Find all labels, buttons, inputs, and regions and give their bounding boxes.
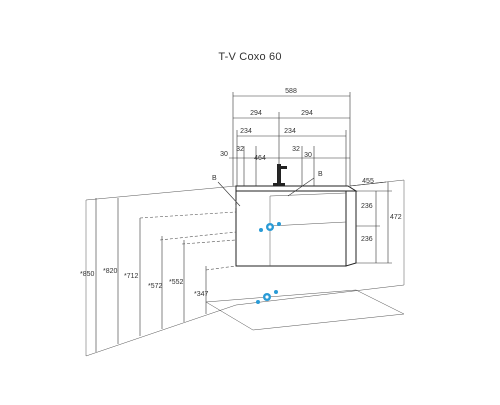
drawer-split: [269, 221, 347, 227]
vanity-cabinet: [235, 185, 358, 267]
hidden-lines: [139, 200, 237, 271]
water-fitting-icon: [259, 222, 281, 232]
right-dimension-chain: 455 236 236 472: [349, 178, 402, 264]
wall-top-edge: [85, 185, 237, 201]
dim-552: *552: [169, 279, 184, 286]
dim-464: 464: [254, 155, 266, 162]
dim-588: 588: [285, 88, 297, 95]
dim-572: *572: [148, 283, 163, 290]
dim-30-left: 30: [220, 151, 228, 158]
dim-32-right: 32: [292, 146, 300, 153]
floor-plate: [205, 289, 405, 331]
left-height-dimensions: *850 *820 *712 *572 *552 *347: [80, 198, 209, 352]
drain-fitting-icon: [256, 290, 278, 304]
marker-b-right: B: [287, 171, 323, 197]
dim-712: *712: [124, 273, 139, 280]
dim-850: *850: [80, 271, 95, 278]
dimension-label: B: [212, 175, 217, 182]
product-title: T-V Coxo 60: [218, 51, 282, 63]
dim-820: *820: [103, 268, 118, 275]
floor-edge-left: [85, 304, 237, 357]
dim-32-left: 32: [236, 146, 244, 153]
dim-236-upper: 236: [361, 203, 373, 210]
dim-472: 472: [390, 214, 402, 221]
faucet-icon: [273, 164, 287, 186]
top-dimension-chain: 588 294 294 234 234 30 32 464 32 30: [220, 88, 351, 186]
dim-294-right: 294: [301, 110, 313, 117]
dim-347: *347: [194, 291, 209, 298]
dim-455: 455: [362, 178, 374, 185]
drawer-top-edge: [269, 192, 347, 197]
cabinet-side: [345, 190, 357, 267]
dimension-label: B: [318, 171, 323, 178]
dim-234-right: 234: [284, 128, 296, 135]
dim-294-left: 294: [250, 110, 262, 117]
marker-b-left: B: [212, 175, 241, 207]
cabinet-body: [235, 190, 347, 267]
dim-30-right: 30: [304, 152, 312, 159]
dim-234-left: 234: [240, 128, 252, 135]
floor-edge-right: [235, 284, 405, 306]
dim-236-lower: 236: [361, 236, 373, 243]
